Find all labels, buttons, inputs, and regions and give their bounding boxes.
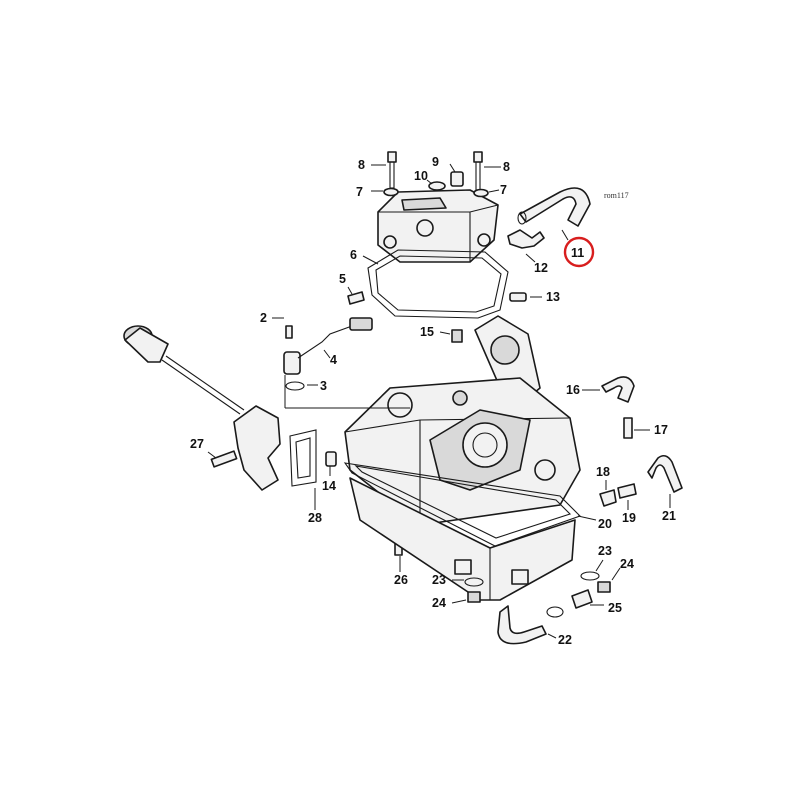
callout-9: 9 bbox=[432, 155, 439, 169]
callout-27: 27 bbox=[190, 437, 204, 451]
callout-5: 5 bbox=[339, 272, 346, 286]
callout-24-right: 24 bbox=[620, 557, 634, 571]
callout-8-right: 8 bbox=[503, 160, 510, 174]
callout-23-lower: 23 bbox=[432, 573, 446, 587]
breather-ring bbox=[428, 181, 446, 191]
washer-right bbox=[473, 188, 489, 198]
callout-10: 10 bbox=[414, 169, 428, 183]
bolt-19 bbox=[617, 483, 637, 499]
callout-18: 18 bbox=[596, 465, 610, 479]
sensor bbox=[283, 317, 373, 375]
callout-11: 11 bbox=[571, 246, 584, 260]
callout-12: 12 bbox=[534, 261, 548, 275]
callout-2: 2 bbox=[260, 311, 267, 325]
hose-22 bbox=[497, 605, 547, 645]
sensor-o-ring bbox=[285, 381, 305, 391]
hose-21 bbox=[647, 454, 683, 493]
callout-20: 20 bbox=[598, 517, 612, 531]
callout-19: 19 bbox=[622, 511, 636, 525]
elbow-fitting bbox=[507, 229, 545, 249]
callout-labels: 8 7 9 10 8 7 rom117 11 12 6 5 13 2 15 4 … bbox=[190, 155, 676, 647]
transmission-housing bbox=[344, 315, 581, 526]
callout-25: 25 bbox=[608, 601, 622, 615]
callout-3: 3 bbox=[320, 379, 327, 393]
cover-bolt-left bbox=[387, 151, 397, 189]
top-gasket bbox=[367, 249, 509, 319]
fitting-13 bbox=[509, 292, 527, 302]
ring-23-lower bbox=[464, 577, 484, 587]
breather-fitting bbox=[450, 171, 464, 187]
callout-23-right: 23 bbox=[598, 544, 612, 558]
small-plug bbox=[325, 451, 337, 467]
hose-16 bbox=[601, 376, 635, 403]
callout-15: 15 bbox=[420, 325, 434, 339]
callout-4: 4 bbox=[330, 353, 337, 367]
pan-gasket bbox=[343, 462, 582, 547]
callout-13: 13 bbox=[546, 290, 560, 304]
plug-15 bbox=[451, 329, 463, 343]
filler-spout bbox=[233, 405, 281, 491]
plug-24-right bbox=[597, 581, 611, 593]
ring-23-right bbox=[580, 571, 600, 581]
ring-pan-port bbox=[546, 606, 564, 618]
highlight-ring-11 bbox=[563, 236, 595, 268]
filler-bolt bbox=[210, 450, 238, 468]
reference-code: rom117 bbox=[604, 191, 629, 200]
callout-6: 6 bbox=[350, 248, 357, 262]
leader-lines bbox=[207, 163, 671, 639]
callout-24-lower: 24 bbox=[432, 596, 446, 610]
callout-28: 28 bbox=[308, 511, 322, 525]
top-cover bbox=[377, 189, 499, 263]
plug-24-lower bbox=[467, 591, 481, 603]
breather-hose bbox=[519, 187, 591, 227]
callout-26: 26 bbox=[394, 573, 408, 587]
oil-pan bbox=[349, 477, 576, 601]
callout-8-left: 8 bbox=[358, 158, 365, 172]
callout-22: 22 bbox=[558, 633, 572, 647]
fitting-25 bbox=[571, 589, 593, 609]
callout-7-right: 7 bbox=[500, 183, 507, 197]
callout-21: 21 bbox=[662, 509, 676, 523]
fitting-17 bbox=[623, 417, 633, 439]
callout-7-left: 7 bbox=[356, 185, 363, 199]
washer-left bbox=[383, 187, 399, 197]
cover-bolt-right bbox=[473, 151, 483, 191]
spout-gasket bbox=[289, 429, 317, 487]
sensor-clip bbox=[347, 291, 365, 305]
cap-18 bbox=[599, 489, 617, 507]
dipstick bbox=[123, 325, 245, 415]
callout-14: 14 bbox=[322, 479, 336, 493]
callout-17: 17 bbox=[654, 423, 668, 437]
callout-16: 16 bbox=[566, 383, 580, 397]
